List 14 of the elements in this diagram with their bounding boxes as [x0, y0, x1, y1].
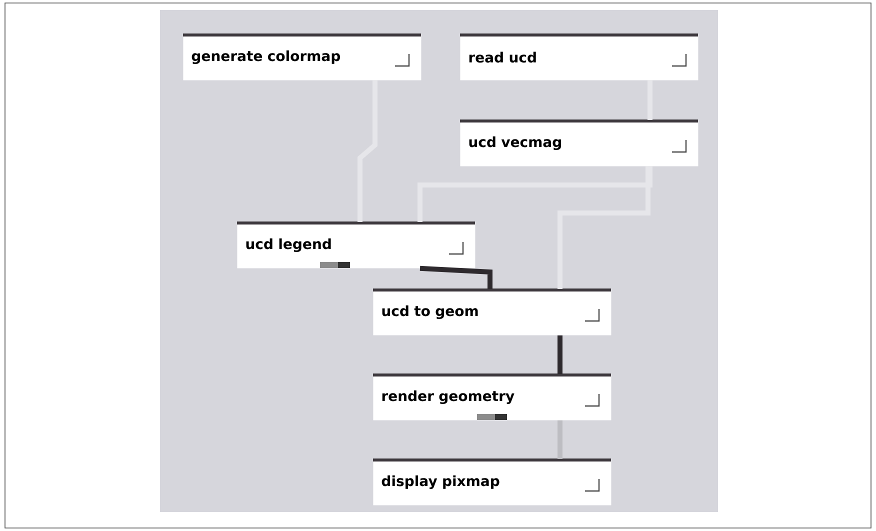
module-box: ucd to geom — [373, 288, 612, 336]
module-box: ucd vecmag — [460, 120, 698, 166]
connection-pipe — [558, 420, 562, 459]
connection-pipe — [358, 80, 378, 222]
connection-pipe — [558, 335, 562, 374]
module-box: ucd legend — [237, 222, 476, 268]
module-box: display pixmap — [373, 458, 612, 506]
connection-pipe — [418, 166, 652, 222]
connection-pipe — [558, 166, 650, 289]
module-box: read ucd — [460, 34, 698, 80]
module-box: render geometry — [373, 374, 612, 420]
connection-pipe — [648, 80, 652, 120]
module-box: generate colormap — [183, 34, 422, 80]
connection-pipe — [420, 266, 492, 289]
